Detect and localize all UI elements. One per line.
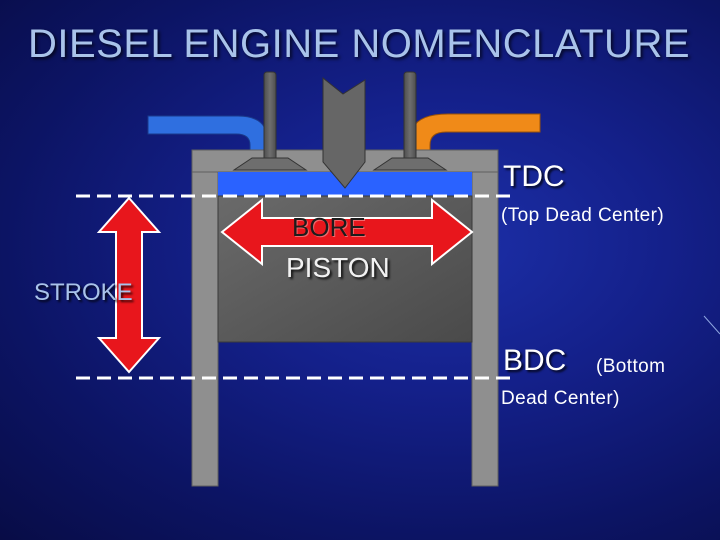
intake-valve-stem bbox=[263, 71, 277, 163]
stroke-label: STROKE bbox=[34, 279, 133, 306]
intake-valve-head bbox=[232, 157, 308, 171]
bdc-description-line2: Dead Center) bbox=[501, 388, 620, 409]
exhaust-valve-head bbox=[372, 157, 448, 171]
bore-label: BORE bbox=[292, 212, 366, 242]
stroke-arrow bbox=[96, 196, 162, 374]
tdc-description: (Top Dead Center) bbox=[501, 205, 665, 226]
edge-hairline bbox=[703, 315, 720, 335]
piston-label: PISTON bbox=[286, 252, 390, 283]
bdc-description-line1: (Bottom bbox=[596, 356, 666, 377]
exhaust-valve-stem bbox=[403, 71, 417, 163]
cylinder-wall-right bbox=[471, 151, 499, 487]
cylinder-wall-left bbox=[191, 151, 219, 487]
slide-title: DIESEL ENGINE NOMENCLATURE bbox=[28, 22, 691, 66]
fuel-injector bbox=[322, 76, 366, 189]
bore-arrow bbox=[220, 197, 474, 267]
bdc-label: BDC bbox=[503, 344, 567, 377]
tdc-label: TDC bbox=[503, 160, 565, 193]
